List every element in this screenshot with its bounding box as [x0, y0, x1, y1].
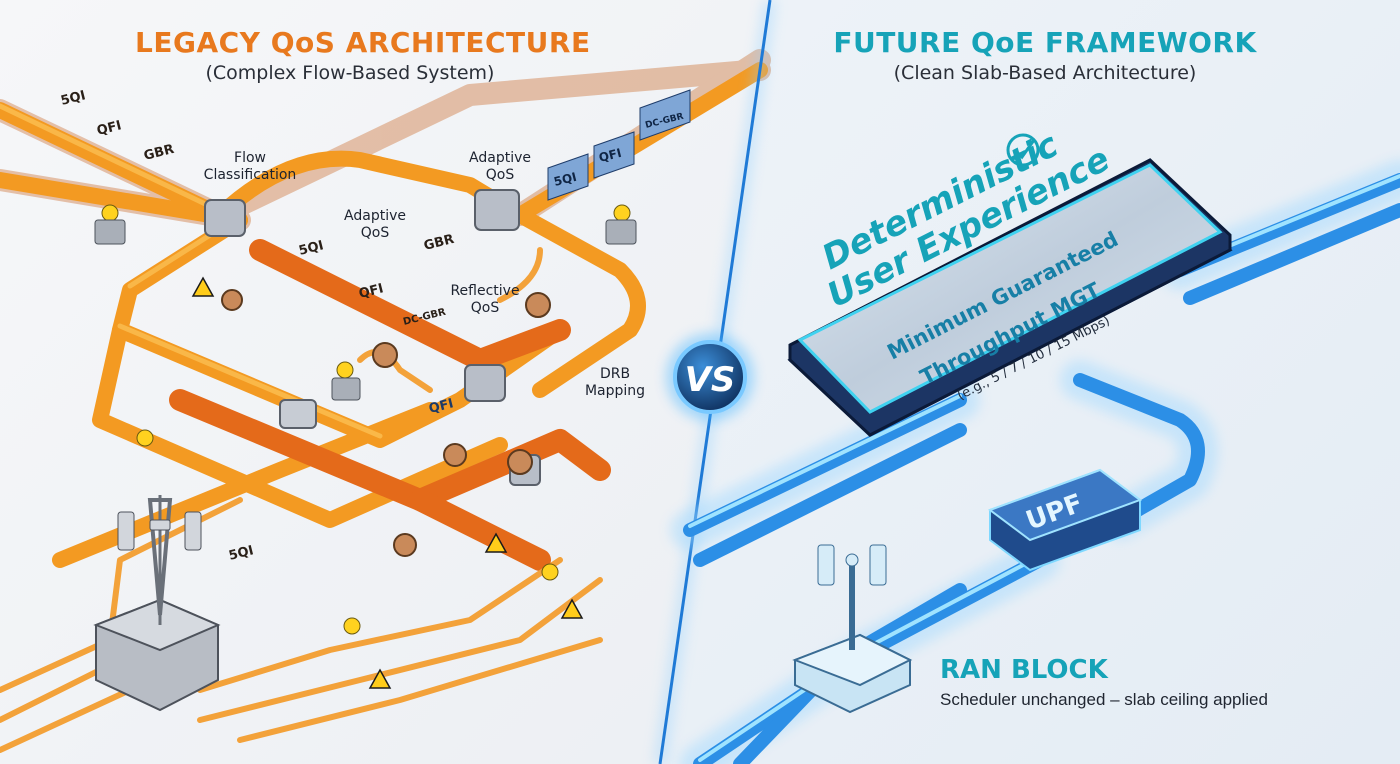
- upf-block: [987, 468, 1143, 572]
- drb-mapping-label: DRB Mapping: [575, 366, 655, 400]
- legacy-title: LEGACY QoS ARCHITECTURE: [135, 26, 591, 59]
- check-icon: [1006, 133, 1040, 167]
- reflective-qos-line2: QoS: [470, 300, 500, 316]
- legacy-warning-triangles: [191, 276, 584, 689]
- tag-qfi-blue: QFI: [597, 146, 623, 165]
- future-tag-shapes: [547, 89, 691, 201]
- flow-classification-line1: Flow: [234, 150, 266, 166]
- tag-gbr-2: GBR: [422, 232, 455, 254]
- vs-label: VS: [685, 360, 736, 400]
- tag-5qi-blue: 5QI: [552, 170, 578, 189]
- adaptive-qos-mid-line2: QoS: [360, 225, 390, 241]
- legacy-cell-tower: [93, 495, 221, 712]
- flow-classification-line2: Classification: [203, 167, 297, 183]
- future-title: FUTURE QoE FRAMEWORK: [833, 26, 1257, 59]
- legacy-junctions: [204, 189, 541, 486]
- adaptive-qos-mid-label: Adaptive QoS: [330, 208, 420, 242]
- ran-block-title: RAN BLOCK: [940, 655, 1108, 685]
- flow-classification-label: Flow Classification: [190, 150, 310, 184]
- tag-5qi-2: 5QI: [297, 238, 325, 259]
- drb-mapping-line2: Mapping: [584, 383, 646, 399]
- adaptive-qos-top-label: Adaptive QoS: [455, 150, 545, 184]
- tag-5qi-1: 5QI: [59, 88, 87, 109]
- ran-block-subtitle: Scheduler unchanged – slab ceiling appli…: [940, 690, 1268, 709]
- legacy-valves: [221, 289, 551, 557]
- adaptive-qos-top-line1: Adaptive: [469, 150, 531, 166]
- ran-block-device: [792, 544, 913, 714]
- adaptive-qos-mid-line1: Adaptive: [344, 208, 406, 224]
- reflective-qos-label: Reflective QoS: [435, 283, 535, 317]
- legacy-warning-lights: [94, 204, 637, 635]
- legacy-subtitle: (Complex Flow-Based System): [205, 62, 495, 84]
- adaptive-qos-top-line2: QoS: [485, 167, 515, 183]
- mgt-slab: [787, 158, 1233, 437]
- legacy-background: [0, 0, 770, 764]
- future-subtitle: (Clean Slab-Based Architecture): [893, 62, 1197, 84]
- tag-qfi-2: QFI: [357, 281, 385, 302]
- tag-qfi-3: QFI: [427, 396, 455, 417]
- tag-5qi-3: 5QI: [227, 543, 255, 564]
- reflective-qos-line1: Reflective: [450, 283, 520, 299]
- future-background: [660, 0, 1400, 764]
- legacy-pipe-network: [0, 49, 771, 753]
- tag-qfi-1: QFI: [95, 118, 123, 139]
- tag-gbr-1: GBR: [142, 142, 175, 164]
- vs-badge: [666, 333, 754, 421]
- drb-mapping-line1: DRB: [599, 366, 631, 382]
